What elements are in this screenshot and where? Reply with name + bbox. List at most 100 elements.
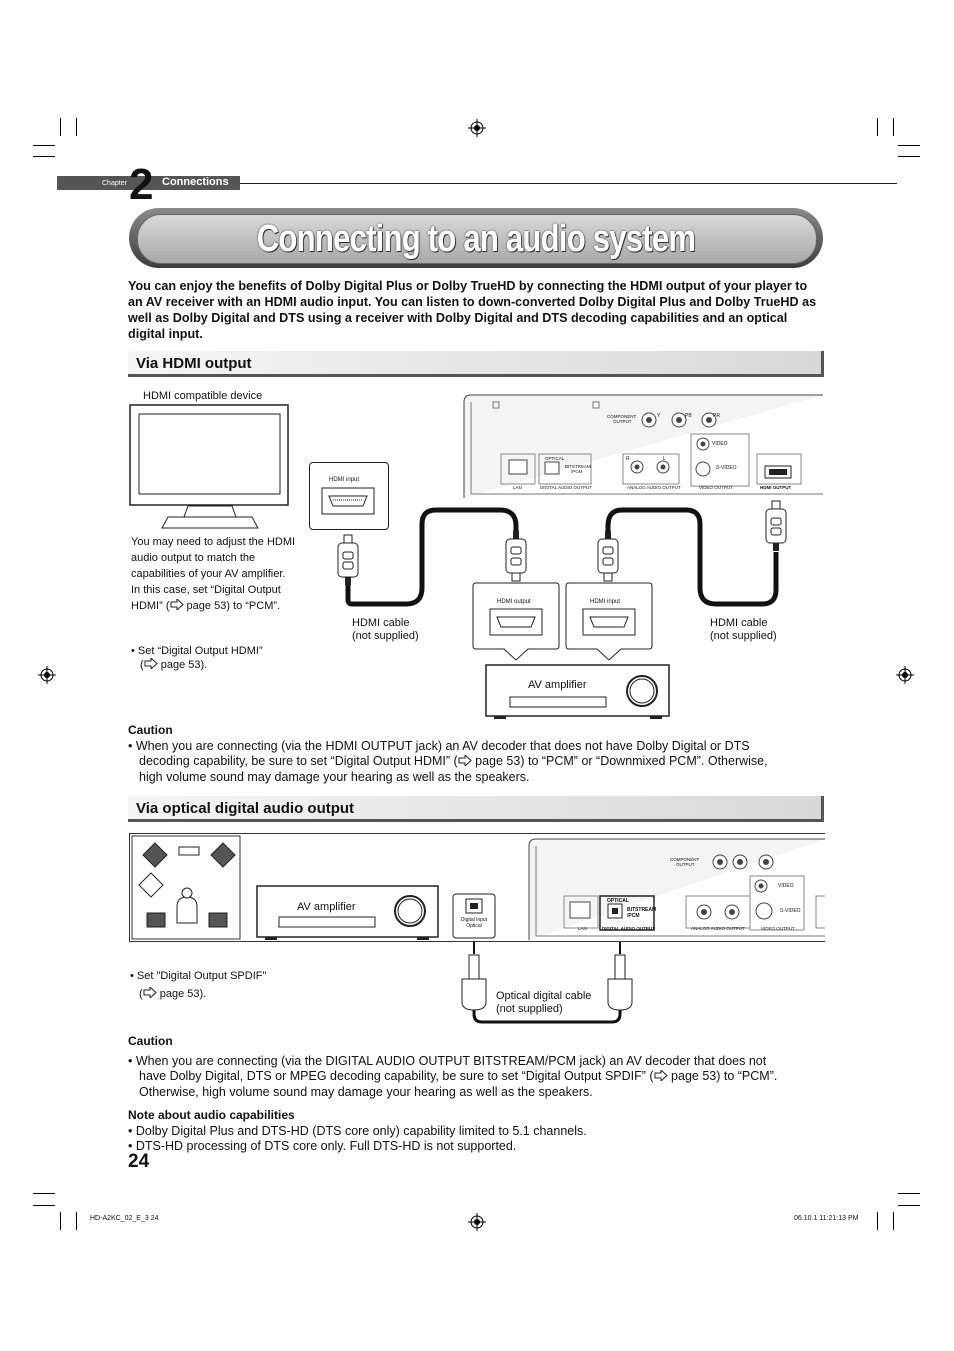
panel-label: L (663, 456, 666, 462)
note-text: Dolby Digital Plus and DTS-HD (DTS core … (135, 1123, 587, 1138)
crop-mark (33, 145, 55, 146)
panel-text: /PCM (571, 469, 583, 474)
bullet-text: ( page 53). (131, 658, 263, 672)
device-label: HDMI compatible device (143, 390, 263, 402)
hdmi-plug-icon (765, 500, 787, 551)
player-rear-panel (463, 394, 823, 498)
speaker-layout-illustration (131, 835, 241, 940)
panel-text: OUTPUT (613, 419, 632, 424)
optical-plug-icon (461, 954, 487, 1011)
digital-input-callout (452, 893, 496, 939)
crop-mark (76, 1212, 77, 1230)
panel-label: VIDEO (712, 441, 728, 447)
panel-label: S-VIDEO (780, 908, 801, 914)
optical-plug-icon (607, 954, 633, 1011)
panel-label: S-VIDEO (716, 465, 737, 471)
hdmi-plug-icon (597, 531, 619, 582)
chapter-rule (240, 183, 897, 184)
panel-label: LAN (578, 926, 587, 931)
panel-label: VIDEO OUTPUT (699, 485, 733, 490)
panel-label: Y (657, 413, 661, 419)
cable-text: HDMI cable (710, 617, 768, 629)
panel-label: DIGITAL AUDIO OUTPUT (602, 926, 655, 931)
crop-mark (898, 1193, 920, 1194)
registration-mark-icon (38, 666, 56, 684)
crop-mark (60, 1212, 61, 1230)
crop-mark (33, 156, 55, 157)
caution-line: have Dolby Digital, DTS or MPEG decoding… (139, 1069, 654, 1083)
note-line: In this case, set “Digital Output (131, 584, 281, 596)
crop-mark (898, 1205, 920, 1206)
caution-heading: Caution (128, 723, 173, 737)
chapter-name: Connections (162, 176, 229, 188)
panel-label: R (626, 456, 630, 462)
caution-line: Otherwise, high volume sound may damage … (139, 1084, 593, 1099)
caution-line: When you are connecting (via the DIGITAL… (135, 1053, 767, 1068)
caution-hdmi: Caution • When you are connecting (via t… (128, 723, 828, 785)
hdmi-port-icon (582, 608, 636, 636)
hdmi-plug-icon (505, 531, 527, 582)
hdmi-cable-lines (345, 507, 779, 607)
caution-line: page 53) to “PCM”. (667, 1069, 778, 1083)
crop-mark (76, 118, 77, 136)
bullet-paren: ( (140, 659, 144, 671)
panel-label: DIGITAL AUDIO OUTPUT (540, 485, 593, 490)
panel-label: VIDEO (778, 883, 794, 889)
intro-paragraph: You can enjoy the benefits of Dolby Digi… (128, 279, 817, 341)
crop-mark (33, 1205, 55, 1206)
crop-mark (893, 1212, 894, 1230)
panel-label: OPTICAL (607, 898, 629, 904)
section-heading-hdmi: Via HDMI output (128, 351, 824, 377)
hdmi-note: You may need to adjust the HDMI audio ou… (131, 534, 295, 614)
note-line: • DTS-HD processing of DTS core only. Fu… (128, 1139, 517, 1153)
optical-cable-line (472, 942, 622, 1024)
hdmi-port-icon (321, 487, 375, 515)
note-line: audio output to match the (131, 552, 256, 564)
title-banner-inner (137, 214, 817, 264)
note-line: HDMI” ( page 53) to “PCM”. (131, 598, 295, 614)
panel-label: PB (685, 413, 692, 419)
optical-diagram-frame (129, 833, 825, 942)
cable-label-left: HDMI cable(not supplied) (352, 617, 419, 643)
spdif-setting-bullet: • Set "Digital Output SPDIF" ( page 53). (130, 967, 266, 1003)
chapter-number: 2 (129, 160, 154, 209)
panel-label: ANALOG AUDIO OUTPUT (691, 926, 745, 931)
crop-mark (893, 118, 894, 136)
caution-text: • When you are connecting (via the DIGIT… (128, 1053, 778, 1099)
section-heading-text: Via HDMI output (136, 355, 252, 372)
registration-mark-icon (468, 119, 486, 137)
note-text: page 53) to “PCM”. (183, 600, 281, 612)
hdmi-setting-bullet: • Set “Digital Output HDMI” ( page 53). (131, 644, 263, 672)
page-reference-arrow-icon (654, 1070, 668, 1081)
note-line: • Dolby Digital Plus and DTS-HD (DTS cor… (128, 1123, 587, 1138)
label-text: Digital input (460, 917, 488, 923)
av-amplifier-label: AV amplifier (528, 679, 587, 691)
panel-label: VIDEO OUTPUT (761, 926, 795, 931)
bullet-text: • Set “Digital Output HDMI” (131, 645, 263, 657)
crop-mark (898, 145, 920, 146)
caution-heading: Caution (128, 1034, 173, 1048)
note-text: HDMI” ( (131, 600, 170, 612)
registration-mark-icon (896, 666, 914, 684)
av-amplifier-illustration (256, 885, 439, 940)
panel-text: BITSTREAM (627, 907, 657, 913)
cable-text: (not supplied) (352, 630, 419, 642)
panel-label: ANALOG AUDIO OUTPUT (627, 485, 681, 490)
panel-label: PR (713, 413, 720, 419)
bullet-text: • Set "Digital Output SPDIF" (130, 970, 267, 982)
page-title: Connecting to an audio system (256, 218, 696, 260)
hdmi-input-label: HDMI input (590, 599, 621, 605)
cable-text: (not supplied) (710, 630, 777, 642)
hdmi-port-icon (489, 608, 543, 636)
chapter-bar (57, 176, 240, 190)
panel-text: OUTPUT (676, 862, 695, 867)
section-heading-text: Via optical digital audio output (136, 800, 355, 817)
bullet-page: page 53). (156, 988, 207, 1000)
caution-line: decoding capability, be sure to set “Dig… (139, 754, 458, 768)
caution-line: page 53) to “PCM” or “Downmixed PCM”. Ot… (471, 754, 768, 768)
note-heading: Note about audio capabilities (128, 1108, 295, 1122)
chapter-label: Chapter (102, 180, 127, 187)
cable-label-right: HDMI cable(not supplied) (710, 617, 777, 643)
